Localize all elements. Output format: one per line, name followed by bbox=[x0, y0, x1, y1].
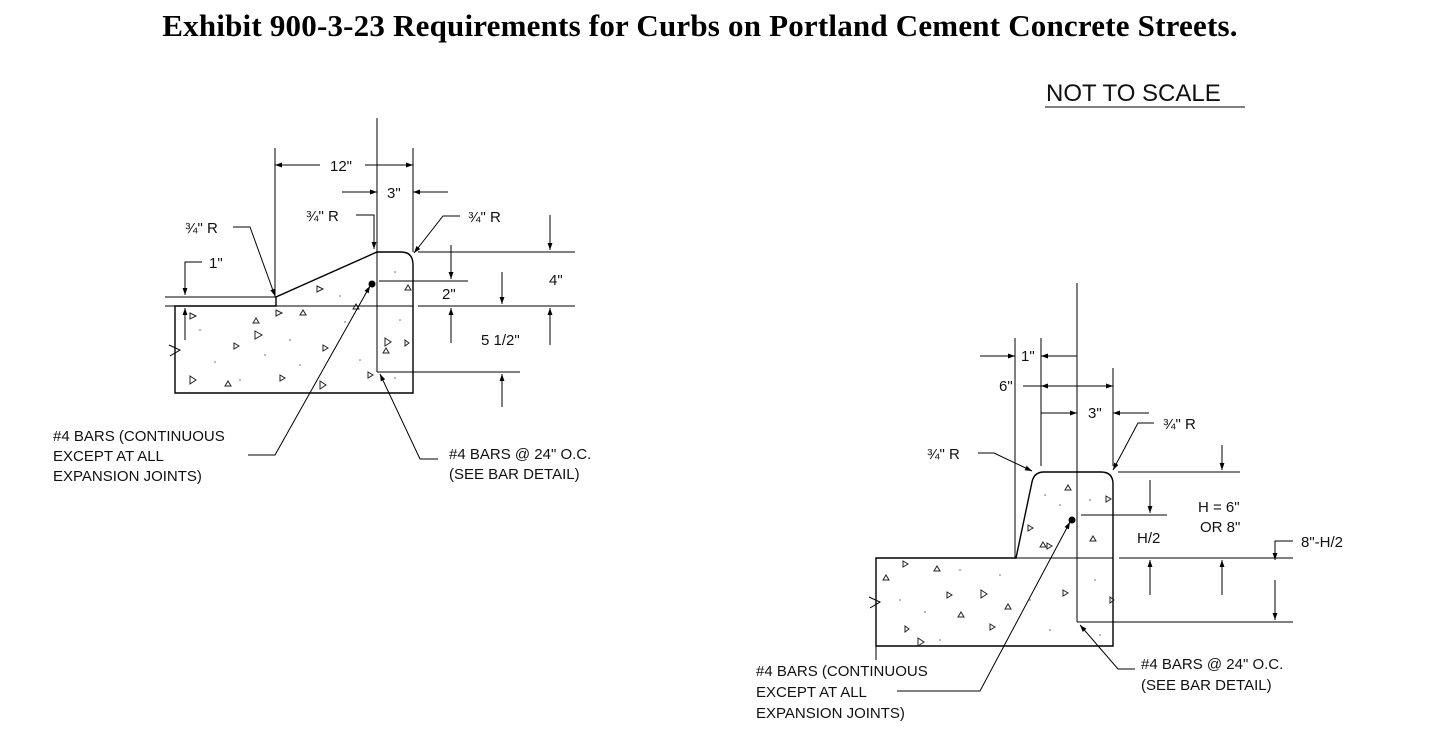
callout-line: EXPANSION JOINTS) bbox=[53, 468, 202, 485]
left-dim-12in: 12" bbox=[330, 158, 352, 175]
callout-line: EXPANSION JOINTS) bbox=[756, 705, 905, 722]
right-continuous-bar-icon bbox=[1068, 516, 1076, 524]
not-to-scale-note: NOT TO SCALE bbox=[1045, 80, 1245, 108]
callout-line: #4 BARS @ 24" O.C. bbox=[449, 446, 591, 463]
callout-line: EXCEPT AT ALL bbox=[53, 448, 164, 465]
right-radius-label-2: ¾" R bbox=[1163, 416, 1196, 433]
left-dim-1in: 1" bbox=[209, 255, 223, 272]
right-radius-label-1: ¾" R bbox=[927, 446, 960, 463]
callout-line: EXCEPT AT ALL bbox=[756, 684, 867, 701]
right-break-symbol bbox=[868, 596, 882, 609]
left-continuous-bar-icon bbox=[368, 280, 376, 288]
right-dim-h-half: H/2 bbox=[1137, 530, 1160, 547]
right-dim-height: H = 6" bbox=[1198, 499, 1240, 516]
left-callout-spaced-bars: #4 BARS @ 24" O.C. (SEE BAR DETAIL) bbox=[449, 446, 591, 483]
left-aggregate-pattern bbox=[189, 271, 412, 390]
right-dim-height-alt: OR 8" bbox=[1200, 519, 1240, 536]
callout-line: (SEE BAR DETAIL) bbox=[449, 466, 580, 483]
left-radius-label-3: ¾" R bbox=[468, 209, 501, 226]
left-radius-label-1: ¾" R bbox=[185, 220, 218, 237]
left-concrete-section bbox=[174, 251, 414, 394]
left-dim-4in: 4" bbox=[549, 272, 563, 289]
right-callout-spaced-bars: #4 BARS @ 24" O.C. (SEE BAR DETAIL) bbox=[1141, 656, 1283, 694]
left-dim-3in: 3" bbox=[387, 185, 401, 202]
right-curb-detail: 1" 6" 3" ¾" R ¾" R H = 6" OR 8" H/2 8"-H… bbox=[756, 283, 1343, 722]
left-break-symbol bbox=[168, 344, 182, 357]
left-curb-detail: 12" 3" ¾" R ¾" R ¾" R 1" 4" 2" 5 1/2" bbox=[53, 118, 591, 485]
callout-line: #4 BARS (CONTINUOUS bbox=[53, 428, 225, 445]
right-dim-1in: 1" bbox=[1021, 348, 1035, 365]
right-callout-continuous-bars: #4 BARS (CONTINUOUS EXCEPT AT ALL EXPANS… bbox=[756, 663, 928, 722]
right-concrete-section bbox=[875, 471, 1114, 647]
right-dim-3in: 3" bbox=[1088, 405, 1102, 422]
left-callout-continuous-bars: #4 BARS (CONTINUOUS EXCEPT AT ALL EXPANS… bbox=[53, 428, 225, 485]
callout-line: (SEE BAR DETAIL) bbox=[1141, 677, 1272, 694]
right-dim-6in: 6" bbox=[999, 378, 1013, 395]
callout-line: #4 BARS @ 24" O.C. bbox=[1141, 656, 1283, 673]
left-dim-5-5in: 5 1/2" bbox=[481, 332, 520, 349]
not-to-scale-text: NOT TO SCALE bbox=[1046, 80, 1221, 107]
callout-line: #4 BARS (CONTINUOUS bbox=[756, 663, 928, 680]
left-radius-label-2: ¾" R bbox=[306, 208, 339, 225]
right-aggregate-pattern bbox=[882, 484, 1115, 647]
left-dim-2in: 2" bbox=[442, 286, 456, 303]
exhibit-title: Exhibit 900-3-23 Requirements for Curbs … bbox=[162, 8, 1238, 43]
right-dim-embed: 8"-H/2 bbox=[1301, 534, 1343, 551]
